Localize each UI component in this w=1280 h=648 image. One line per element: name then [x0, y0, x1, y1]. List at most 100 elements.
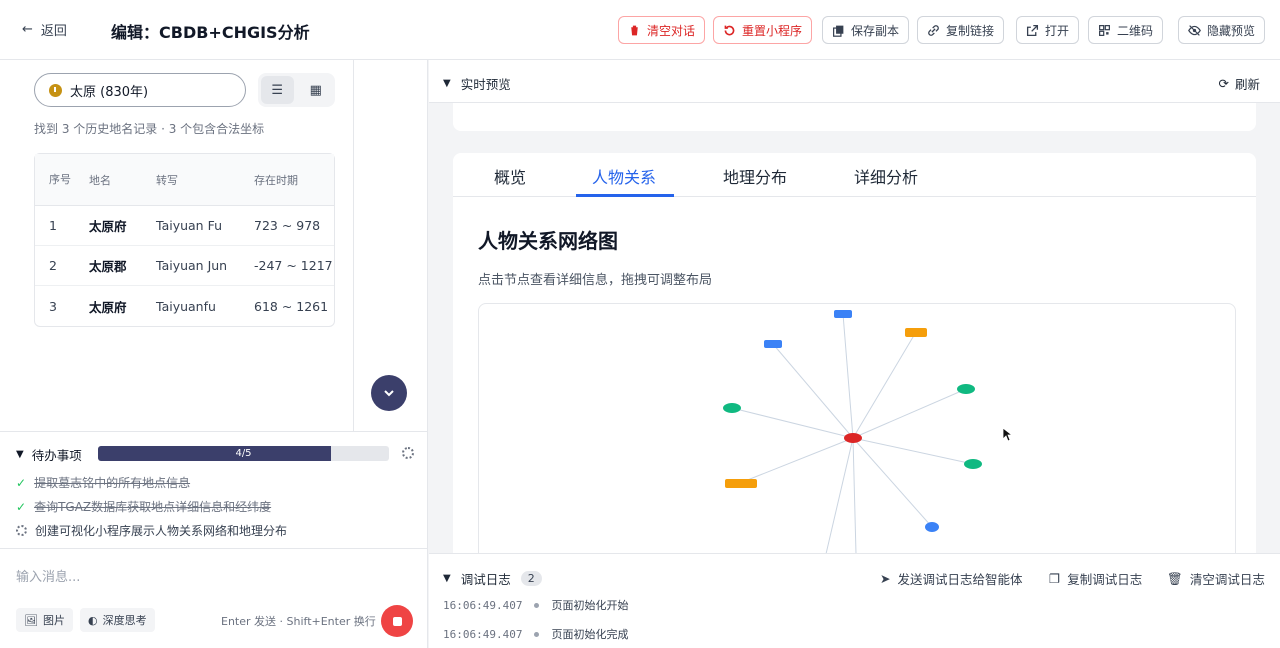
graph-edge	[852, 331, 917, 439]
back-label: 返回	[40, 24, 67, 39]
chat-panel: 太原 (830年) ☰ ▦ 找到 3 个历史地名记录 · 3 个包含合法坐标 序…	[0, 60, 428, 648]
col-header-period: 存在时期	[254, 154, 334, 206]
cell-index: 3	[49, 298, 57, 314]
cell-name: 太原府	[89, 299, 127, 315]
table-row: 3 太原府 Taiyuanfu 618 ~ 1261	[35, 286, 334, 326]
graph-edge	[772, 343, 854, 439]
arrow-left-icon: ←	[22, 22, 33, 37]
graph-edge	[852, 388, 967, 439]
link-icon	[928, 24, 939, 36]
check-icon: ✓	[16, 499, 27, 514]
stop-button[interactable]	[381, 605, 413, 637]
debug-log-title: 调试日志	[460, 572, 511, 587]
col-header-name: 地名	[89, 154, 156, 206]
external-link-icon	[1026, 24, 1039, 36]
todo-toggle[interactable]: ▼ 待办事项	[16, 445, 82, 464]
preview-panel: ▼ 实时预览 ⟳ 刷新 概览 人物关系 地理分布 详细分析 人物关系网络图 点击…	[429, 60, 1280, 648]
back-button[interactable]: ← 返回	[22, 20, 67, 39]
hide-preview-button[interactable]: 隐藏预览	[1178, 16, 1266, 44]
save-copy-button[interactable]: 保存副本	[822, 16, 910, 44]
cell-romanization: Taiyuanfu	[156, 298, 216, 314]
chat-messages[interactable]: 太原 (830年) ☰ ▦ 找到 3 个历史地名记录 · 3 个包含合法坐标 序…	[0, 60, 354, 431]
todo-item: 创建可视化小程序展示人物关系网络和地理分布	[16, 522, 287, 539]
network-graph-svg[interactable]	[479, 304, 1237, 553]
graph-edge	[825, 437, 854, 553]
graph-node[interactable]	[834, 310, 852, 318]
active-tab-indicator	[576, 194, 674, 197]
copy-log-button[interactable]: ❐ 复制调试日志	[1049, 569, 1142, 588]
message-composer: 输入消息... 🖼 图片 ◐ 深度思考 Enter 发送 · Shift+Ent…	[0, 548, 428, 648]
graph-node[interactable]	[925, 522, 939, 532]
todo-title: 待办事项	[31, 448, 82, 463]
loading-spinner-icon	[402, 447, 414, 459]
log-timestamp: 16:06:49.407	[443, 598, 523, 612]
chevron-down-icon	[384, 390, 394, 397]
brain-icon: ◐	[88, 613, 98, 627]
preview-title: 实时预览	[460, 77, 511, 92]
clear-log-button[interactable]: 🗑 清空调试日志	[1167, 569, 1265, 588]
send-icon: ➤	[880, 571, 891, 586]
refresh-icon: ⟳	[1218, 76, 1229, 91]
graph-node[interactable]	[764, 340, 782, 348]
graph-node[interactable]	[725, 479, 757, 488]
mouse-cursor-icon	[1002, 427, 1014, 442]
graph-node[interactable]	[905, 328, 927, 337]
deep-think-button[interactable]: ◐ 深度思考	[80, 608, 155, 632]
qrcode-icon	[1099, 24, 1110, 36]
graph-edge	[852, 437, 974, 465]
message-input[interactable]: 输入消息...	[16, 570, 81, 585]
copy-link-button[interactable]: 复制链接	[917, 16, 1005, 44]
graph-node[interactable]	[957, 384, 975, 394]
reset-icon	[724, 25, 735, 35]
refresh-label: 刷新	[1234, 77, 1260, 92]
send-log-label: 发送调试日志给智能体	[897, 572, 1023, 587]
network-graph[interactable]	[478, 303, 1236, 553]
cell-index: 1	[35, 206, 89, 246]
map-view-icon[interactable]: ▦	[309, 82, 322, 98]
clear-chat-button[interactable]: 清空对话	[618, 16, 706, 44]
tab-geography[interactable]: 地理分布	[723, 168, 788, 187]
pending-icon	[16, 525, 27, 536]
eye-off-icon	[1188, 24, 1201, 36]
open-label: 打开	[1045, 23, 1070, 38]
tab-relations[interactable]: 人物关系	[592, 168, 657, 187]
found-summary: 找到 3 个历史地名记录 · 3 个包含合法坐标	[34, 122, 265, 136]
todo-item-text: 提取墓志铭中的所有地点信息	[34, 476, 191, 490]
graph-center-node[interactable]	[844, 433, 862, 443]
log-entry: 16:06:49.407 页面初始化开始	[443, 597, 628, 613]
refresh-button[interactable]: ⟳ 刷新	[1219, 74, 1261, 93]
graph-edge	[852, 437, 933, 528]
clear-chat-label: 清空对话	[647, 23, 696, 38]
log-dot-icon	[534, 631, 540, 637]
cell-index: 2	[35, 246, 89, 286]
send-log-button[interactable]: ➤ 发送调试日志给智能体	[880, 569, 1023, 588]
cell-period: 618 ~ 1261	[254, 298, 329, 314]
reset-app-button[interactable]: 重置小程序	[713, 16, 813, 44]
todo-progress-fill	[98, 446, 331, 461]
open-button[interactable]: 打开	[1016, 16, 1080, 44]
page-title: 编辑：CBDB+CHGIS分析	[111, 23, 310, 42]
check-icon: ✓	[16, 475, 27, 490]
graph-edge	[731, 407, 854, 439]
clock-icon	[49, 83, 62, 97]
qrcode-button[interactable]: 二维码	[1088, 16, 1164, 44]
tab-overview[interactable]: 概览	[494, 168, 527, 187]
log-dot-icon	[534, 602, 540, 608]
graph-node[interactable]	[964, 459, 982, 469]
copy-icon: ❐	[1049, 571, 1061, 586]
tab-analysis[interactable]: 详细分析	[854, 168, 919, 187]
place-filter-pill[interactable]: 太原 (830年)	[34, 73, 246, 107]
debug-log-toggle[interactable]: ▼ 调试日志 2	[443, 569, 542, 588]
place-filter-label: 太原 (830年)	[70, 84, 149, 100]
deep-think-label: 深度思考	[102, 614, 147, 627]
stop-icon	[392, 616, 402, 626]
image-button[interactable]: 🖼 图片	[16, 608, 73, 632]
graph-node[interactable]	[723, 403, 741, 413]
todo-progress-text: 4/5	[235, 448, 252, 459]
graph-edges	[731, 313, 974, 553]
col-header-index: 序号	[35, 154, 89, 206]
preview-toggle[interactable]: ▼ 实时预览	[443, 74, 511, 93]
list-view-icon[interactable]: ☰	[261, 76, 294, 104]
scroll-down-button[interactable]	[371, 375, 407, 411]
cell-name: 太原郡	[89, 246, 156, 286]
